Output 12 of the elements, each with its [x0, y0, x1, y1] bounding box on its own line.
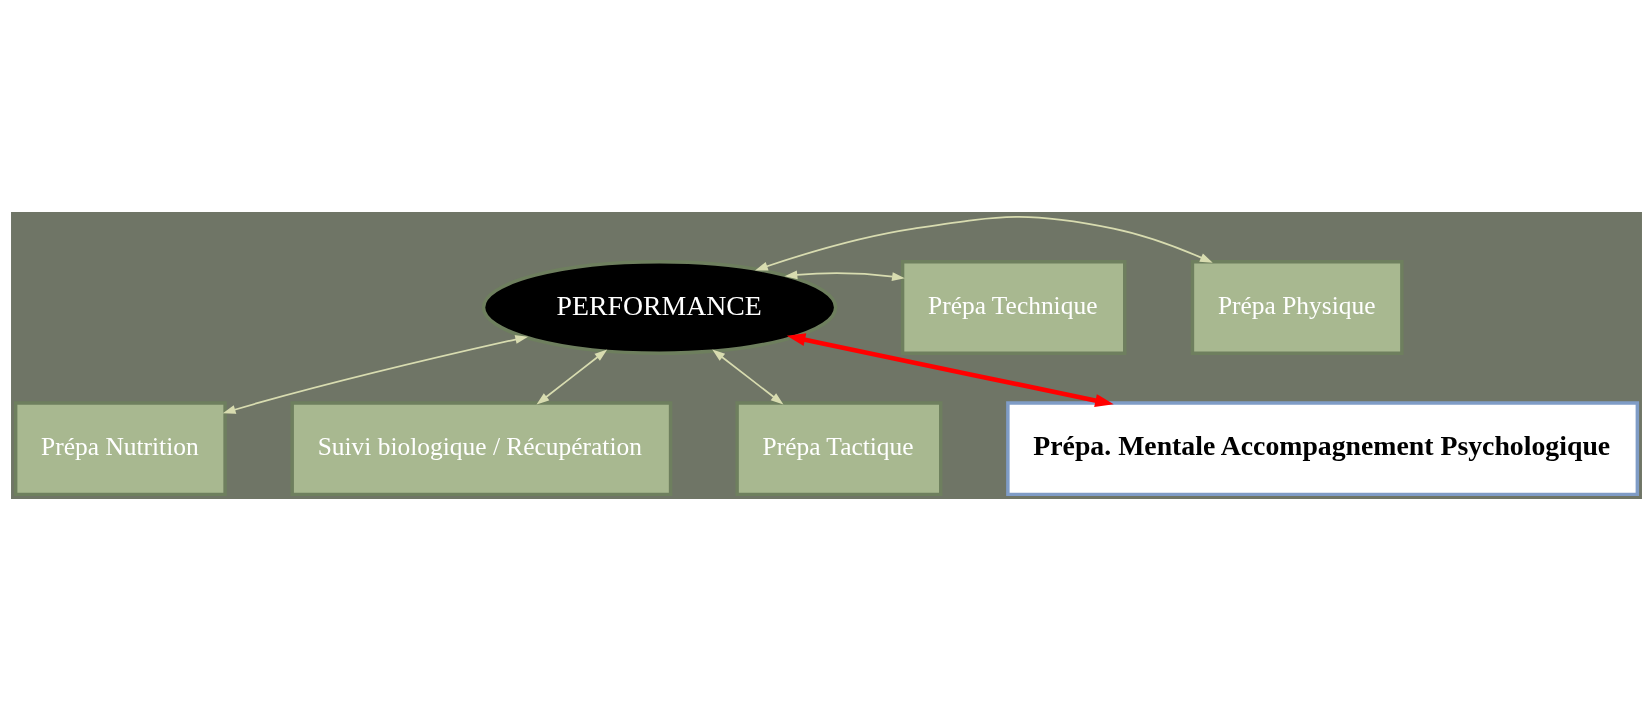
arrow [222, 335, 528, 414]
arrow [786, 333, 1114, 407]
arrow [711, 349, 783, 405]
node-box: Prépa Physique [1190, 260, 1404, 355]
node-box: Prépa Tactique [734, 401, 942, 497]
node-box: Suivi biologique / Récupération [289, 401, 672, 497]
node-box: Prépa Nutrition [13, 401, 227, 497]
arrow [536, 349, 607, 405]
node-box: Prépa Technique [900, 260, 1126, 355]
node-box: Prépa. Mentale Accompagnement Psychologique [1005, 401, 1639, 497]
arrow [784, 270, 905, 281]
arrow [754, 216, 1213, 271]
